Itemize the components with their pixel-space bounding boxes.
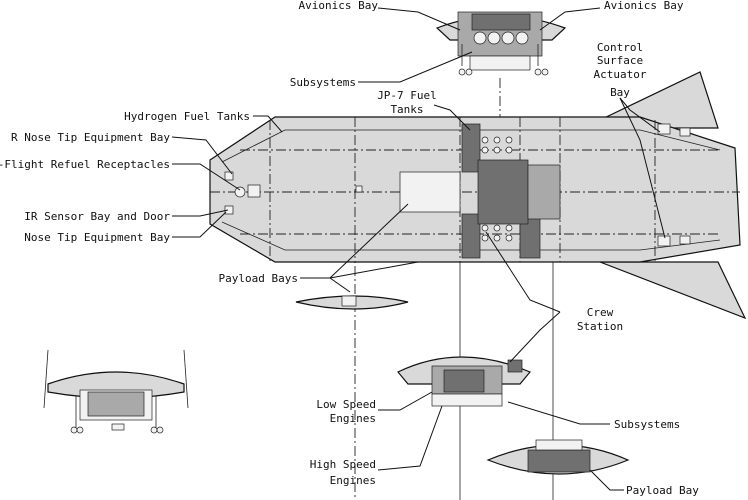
payload-cross-section bbox=[295, 295, 409, 310]
label-jp7-fuel: JP-7 Fuel bbox=[377, 89, 437, 102]
label-avionics-bay-right: Avionics Bay bbox=[604, 0, 684, 12]
label-low-engines: Engines bbox=[330, 412, 376, 425]
label-payload-bay: Payload Bay bbox=[626, 484, 699, 497]
label-surface: Surface bbox=[597, 54, 643, 67]
label-avionics-bay-left: Avionics Bay bbox=[299, 0, 379, 12]
front-view bbox=[43, 349, 189, 434]
label-payload-bays: Payload Bays bbox=[219, 272, 298, 285]
engine-cross-section bbox=[397, 356, 531, 407]
label-hydrogen-fuel-tanks: Hydrogen Fuel Tanks bbox=[124, 110, 250, 123]
label-control: Control bbox=[597, 41, 643, 54]
label-subsystems-bottom: Subsystems bbox=[614, 418, 680, 431]
top-cross-section bbox=[435, 11, 567, 76]
label-actuator: Actuator bbox=[594, 68, 647, 81]
label-nose-tip-bay: Nose Tip Equipment Bay bbox=[24, 231, 170, 244]
label-crew: Crew bbox=[587, 306, 614, 319]
plan-view bbox=[209, 71, 747, 320]
label-high-engines: Engines bbox=[330, 474, 376, 487]
label-high-speed: High Speed bbox=[310, 458, 376, 471]
label-subsystems-top: Subsystems bbox=[290, 76, 356, 89]
labels: Avionics Bay Avionics Bay Control Surfac… bbox=[0, 0, 699, 497]
label-tanks: Tanks bbox=[390, 103, 423, 116]
label-refuel-receptacles: n-Flight Refuel Receptacles bbox=[0, 158, 170, 171]
label-ir-nose-tip-bay: R Nose Tip Equipment Bay bbox=[11, 131, 170, 144]
label-ir-sensor-bay: IR Sensor Bay and Door bbox=[24, 210, 170, 223]
label-low-speed: Low Speed bbox=[316, 398, 376, 411]
leader-lines bbox=[171, 7, 666, 491]
bottom-cross-section bbox=[486, 439, 630, 475]
tank-cells-top bbox=[481, 136, 513, 242]
label-bay: Bay bbox=[610, 86, 630, 99]
label-station: Station bbox=[577, 320, 623, 333]
